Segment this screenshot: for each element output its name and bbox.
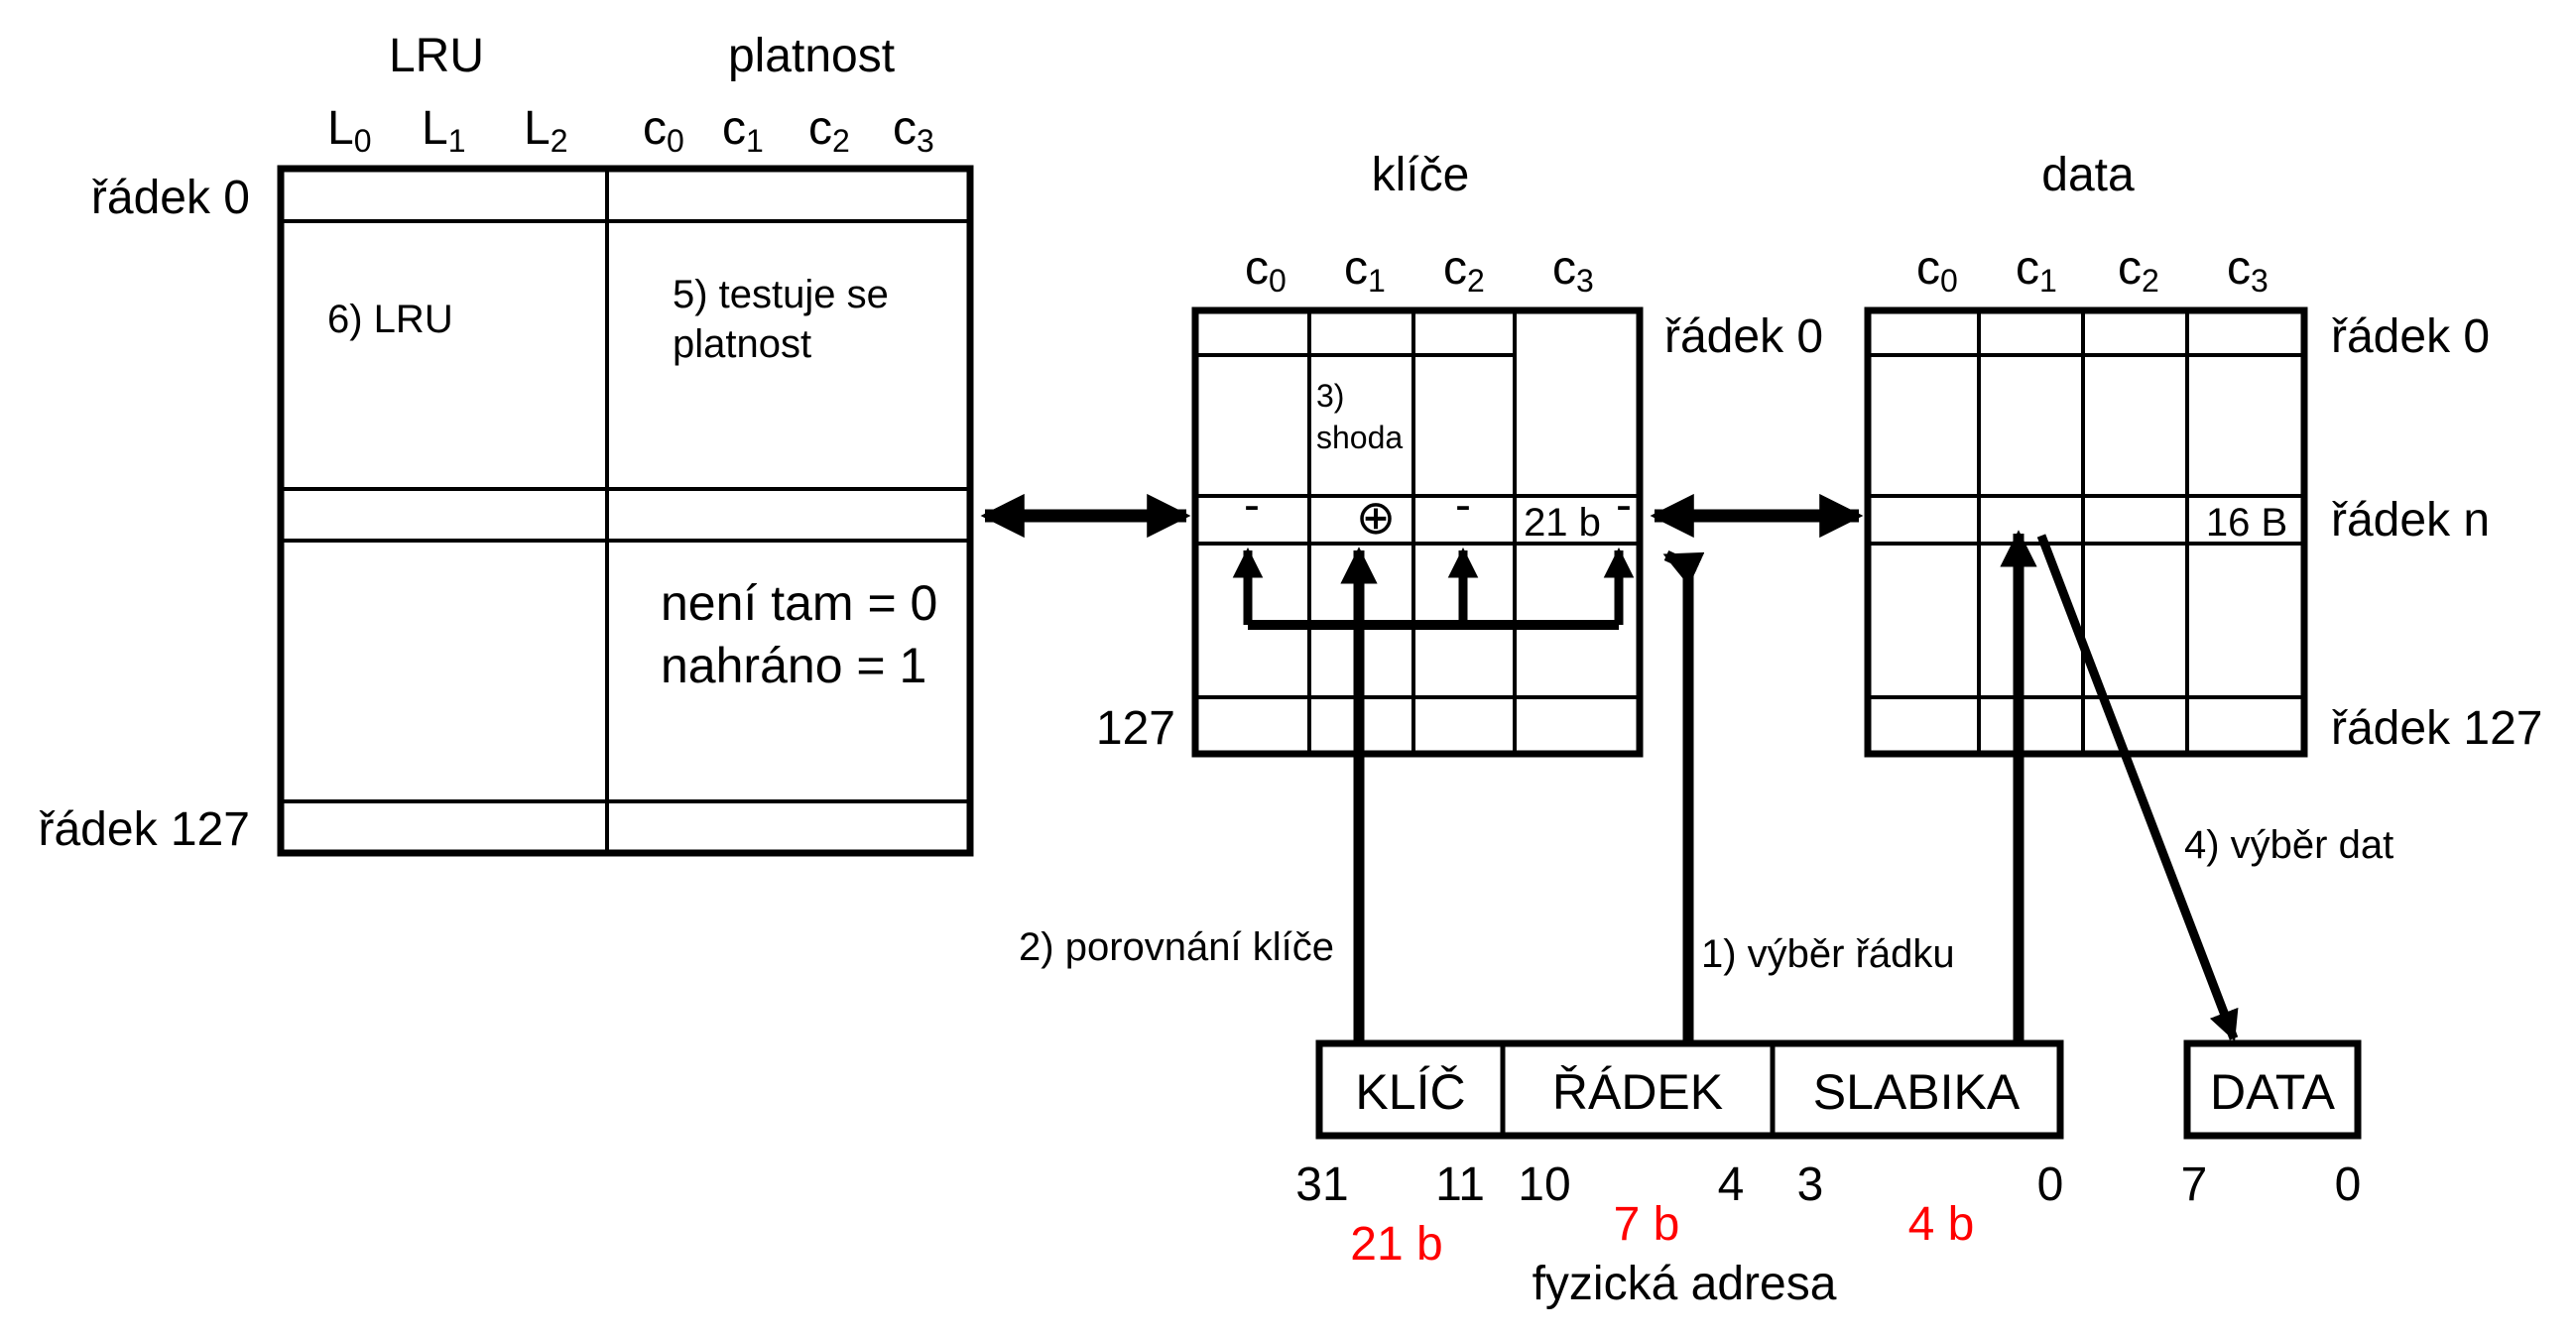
row-select-step-label: 1) výběr řádku <box>1701 932 1955 976</box>
lru-column-labels: L0 L1 L2 <box>327 102 568 159</box>
valid-legend-loaded: nahráno = 1 <box>661 638 926 693</box>
valid-col-c3: c3 <box>893 102 934 159</box>
key-cell-c2: - <box>1455 479 1471 532</box>
keys-table: klíče c0 c1 c2 c3 řádek 0 127 3) shoda -… <box>1096 149 1823 758</box>
key-compare-bus <box>1232 547 1635 1041</box>
keys-table-frame <box>1191 306 1644 758</box>
row-width-label: 7 b <box>1614 1198 1680 1251</box>
data-output-arrow <box>2036 534 2239 1041</box>
address-bit-31: 31 <box>1295 1158 1348 1211</box>
data-row-127-label: řádek 127 <box>2331 702 2543 755</box>
data-output-frame <box>2183 1039 2362 1140</box>
valid-col-c1: c1 <box>722 102 764 159</box>
keys-col-c2: c2 <box>1443 242 1485 299</box>
keys-col-c3: c3 <box>1552 242 1594 299</box>
data-output-label: DATA <box>2210 1064 2336 1120</box>
lru-col-l2: L2 <box>524 102 568 159</box>
valid-legend-absent: není tam = 0 <box>661 575 937 631</box>
address-bit-0: 0 <box>2037 1158 2064 1211</box>
address-bit-4: 4 <box>1718 1158 1745 1211</box>
address-bit-3: 3 <box>1797 1158 1824 1211</box>
lru-row-127-label: řádek 127 <box>39 803 251 856</box>
valid-step-note-line2: platnost <box>673 322 811 366</box>
valid-col-c2: c2 <box>808 102 850 159</box>
lru-col-l0: L0 <box>327 102 372 159</box>
lru-table-frame <box>277 165 974 857</box>
key-cell-c0: - <box>1244 479 1260 532</box>
address-bit-11: 11 <box>1435 1158 1485 1211</box>
keys-row-0-label: řádek 0 <box>1664 310 1823 363</box>
data-col-c1: c1 <box>2016 242 2057 299</box>
match-step-note-line2: shoda <box>1316 420 1403 455</box>
address-field-byte: SLABIKA <box>1813 1064 2021 1120</box>
data-bit-7: 7 <box>2181 1158 2208 1211</box>
address-bit-10: 10 <box>1518 1158 1570 1211</box>
data-col-c3: c3 <box>2227 242 2269 299</box>
physical-address: KLÍČ ŘÁDEK SLABIKA 31 11 10 4 3 0 21 b 7… <box>1295 1039 2064 1310</box>
address-caption: fyzická adresa <box>1533 1258 1837 1310</box>
keys-col-c1: c1 <box>1344 242 1386 299</box>
lru-row-0-label: řádek 0 <box>91 172 250 224</box>
key-cell-c1-match: ⊕ <box>1356 492 1396 545</box>
data-title: data <box>2041 149 2135 201</box>
valid-step-note-line1: 5) testuje se <box>673 273 889 316</box>
byte-width-label: 4 b <box>1908 1198 1975 1251</box>
address-field-key: KLÍČ <box>1355 1064 1465 1120</box>
valid-col-c0: c0 <box>643 102 684 159</box>
key-width-label: 21 b <box>1350 1218 1442 1271</box>
compare-key-step-label: 2) porovnání klíče <box>1019 925 1334 969</box>
row-select-arrow <box>1662 549 1705 1041</box>
address-field-row: ŘÁDEK <box>1552 1064 1723 1120</box>
data-table: data c0 c1 c2 c3 řádek 0 řádek n řádek 1… <box>1864 149 2543 758</box>
lru-col-l1: L1 <box>422 102 466 159</box>
lru-step-note: 6) LRU <box>327 298 453 341</box>
keys-column-labels: c0 c1 c2 c3 <box>1245 242 1594 299</box>
data-select-step-label: 4) výběr dat <box>2184 823 2393 867</box>
data-table-frame <box>1864 306 2308 758</box>
data-cell-c3: 16 B <box>2206 501 2287 545</box>
lru-header: LRU <box>389 30 484 82</box>
data-bit-0: 0 <box>2335 1158 2362 1211</box>
data-output: DATA 7 0 <box>2181 1039 2362 1211</box>
valid-column-labels: c0 c1 c2 c3 <box>643 102 934 159</box>
data-row-0-label: řádek 0 <box>2331 310 2490 363</box>
data-col-c0: c0 <box>1916 242 1958 299</box>
key-cell-c3: 21 b <box>1524 501 1601 545</box>
address-frame <box>1315 1039 2064 1140</box>
key-cell-c3-mark: - <box>1616 479 1632 532</box>
keys-col-c0: c0 <box>1245 242 1287 299</box>
match-step-note-line1: 3) <box>1316 378 1344 414</box>
data-column-labels: c0 c1 c2 c3 <box>1916 242 2269 299</box>
data-col-c2: c2 <box>2118 242 2159 299</box>
lru-valid-table: LRU platnost L0 L1 L2 c0 c1 c2 c3 řádek … <box>39 30 974 857</box>
data-row-n-label: řádek n <box>2331 494 2490 547</box>
keys-title: klíče <box>1372 149 1470 201</box>
valid-header: platnost <box>728 30 895 82</box>
keys-row-127-label: 127 <box>1096 702 1175 755</box>
